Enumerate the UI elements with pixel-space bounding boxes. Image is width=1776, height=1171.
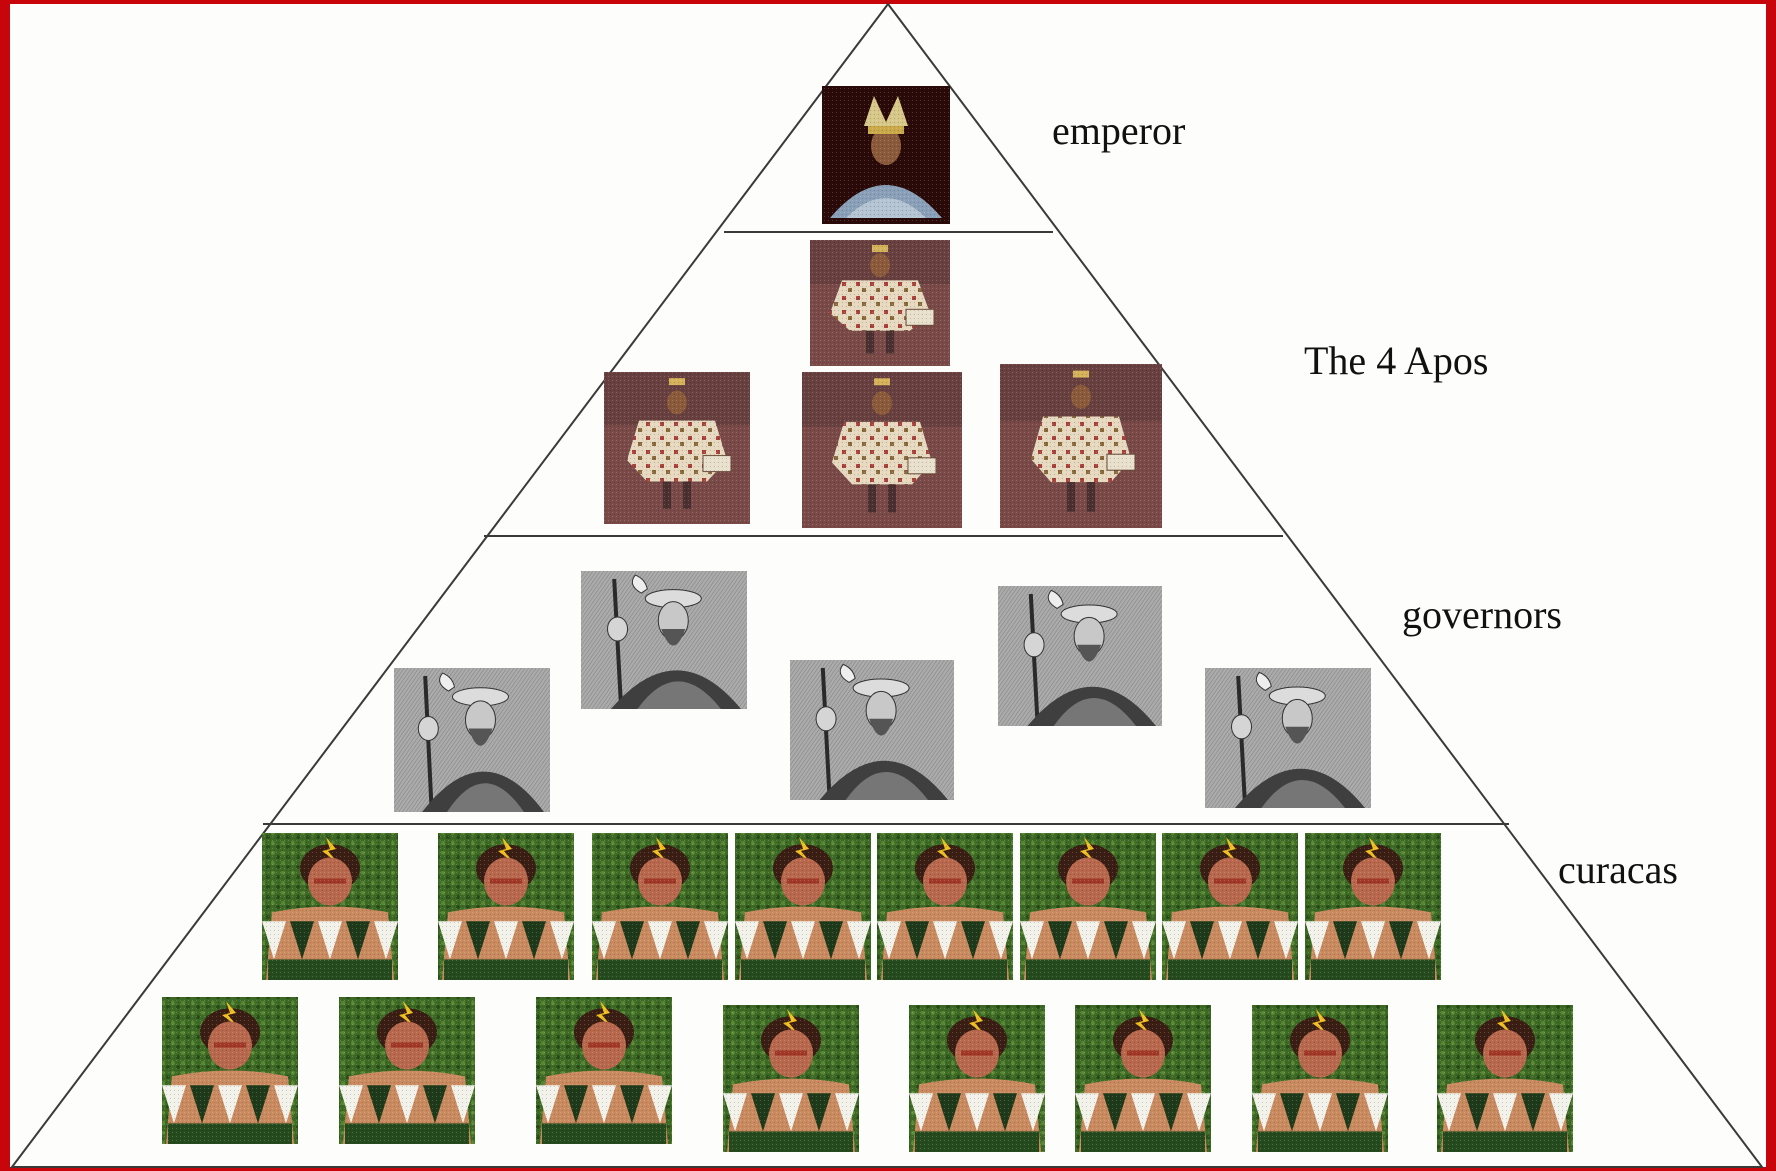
curaca-portrait xyxy=(1305,833,1441,980)
portraits-layer xyxy=(162,86,1573,1152)
apo-portrait xyxy=(810,240,950,366)
governor-portrait xyxy=(790,660,954,800)
curaca-portrait xyxy=(592,833,728,980)
curaca-portrait xyxy=(536,997,672,1144)
curaca-portrait xyxy=(1075,1005,1211,1152)
level-label-emperor: emperor xyxy=(1052,108,1185,153)
curaca-portrait xyxy=(262,833,398,980)
curaca-portrait xyxy=(877,833,1013,980)
curaca-portrait xyxy=(723,1005,859,1152)
governor-portrait xyxy=(998,586,1162,726)
governor-portrait xyxy=(394,668,550,812)
curaca-portrait xyxy=(735,833,871,980)
governor-portrait xyxy=(581,571,747,709)
curaca-portrait xyxy=(339,997,475,1144)
curaca-portrait xyxy=(162,997,298,1144)
apo-portrait xyxy=(1000,364,1162,528)
level-label-governors: governors xyxy=(1402,592,1562,637)
curaca-portrait xyxy=(1020,833,1156,980)
level-label-apos: The 4 Apos xyxy=(1304,338,1488,383)
curaca-portrait xyxy=(1252,1005,1388,1152)
curaca-portrait xyxy=(1437,1005,1573,1152)
curaca-portrait xyxy=(438,833,574,980)
apo-portrait xyxy=(802,372,962,528)
curaca-portrait xyxy=(1162,833,1298,980)
curaca-portrait xyxy=(909,1005,1045,1152)
level-label-curacas: curacas xyxy=(1558,847,1678,892)
emperor-portrait xyxy=(822,86,950,224)
pyramid-outline xyxy=(9,2,1765,1168)
apo-portrait xyxy=(604,372,750,524)
governor-portrait xyxy=(1205,668,1371,808)
